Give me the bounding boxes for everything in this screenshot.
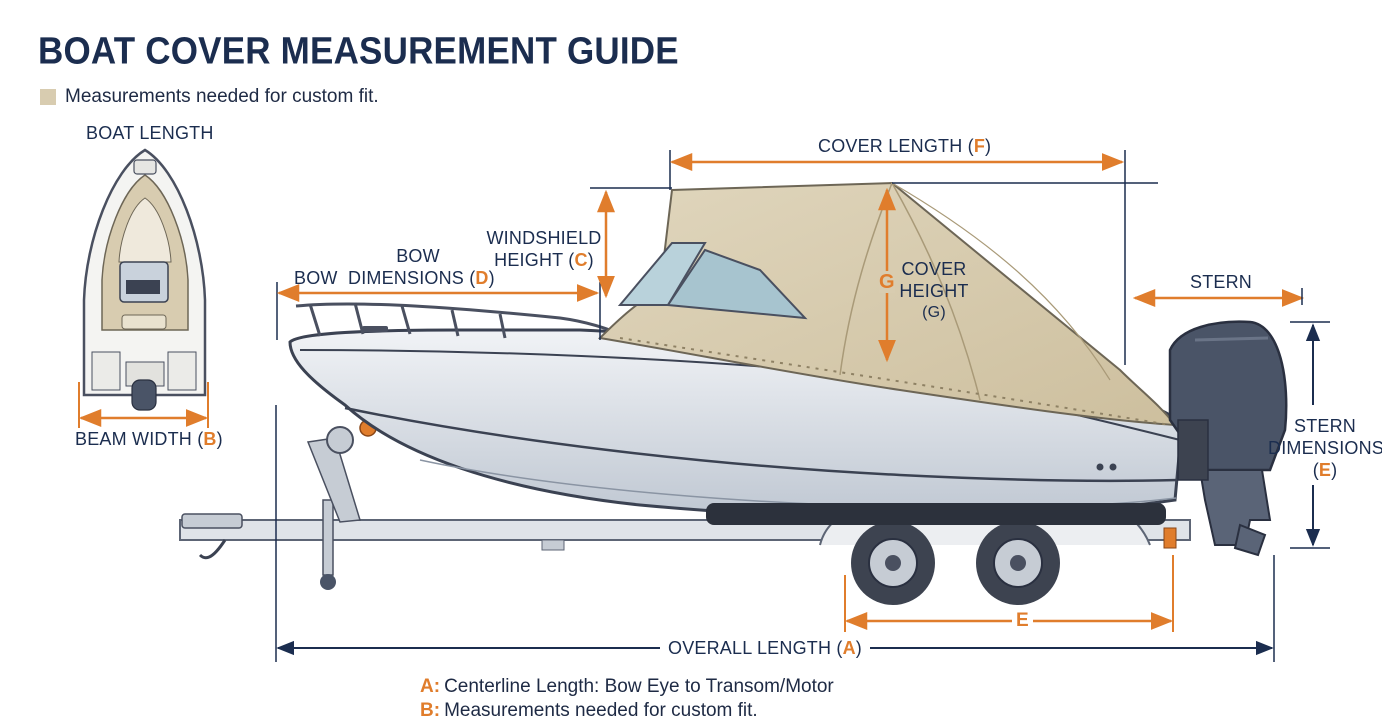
subtitle-text: Measurements needed for custom fit. <box>65 86 379 107</box>
cover-color-swatch <box>40 89 56 105</box>
legend-item-b: B:Measurements needed for custom fit. <box>420 700 758 721</box>
outboard-motor <box>1168 320 1288 557</box>
overall-length-label: OVERALL LENGTH (A) <box>660 637 870 659</box>
cover-length-label: COVER LENGTH (F) <box>812 135 998 157</box>
bow-rail <box>295 302 631 340</box>
axle-span-key: E <box>1012 610 1033 632</box>
beam-width-label: BEAM WIDTH (B) <box>75 429 223 449</box>
subtitle: Measurements needed for custom fit. <box>40 86 379 108</box>
trailer-wheel-front <box>851 521 935 605</box>
stern-label: STERN <box>1190 272 1253 292</box>
cover-height-label: COVER HEIGHT (G) <box>899 259 969 321</box>
bow-label: BOW <box>294 268 338 288</box>
windshield-height-label: WINDSHIELD HEIGHT (C) <box>486 228 602 270</box>
boat-length-label: BOAT LENGTH <box>86 123 214 143</box>
page-title: BOAT COVER MEASUREMENT GUIDE <box>38 30 679 73</box>
bow-dimensions-label: BOW DIMENSIONS (D) <box>348 246 495 288</box>
cover-height-key: G <box>879 271 895 293</box>
trailer-wheel-rear <box>976 521 1060 605</box>
top-view-boat <box>82 148 207 411</box>
legend-item-a: A:Centerline Length: Bow Eye to Transom/… <box>420 676 834 697</box>
stern-dimensions-label: STERN DIMENSIONS (E) <box>1268 416 1382 480</box>
